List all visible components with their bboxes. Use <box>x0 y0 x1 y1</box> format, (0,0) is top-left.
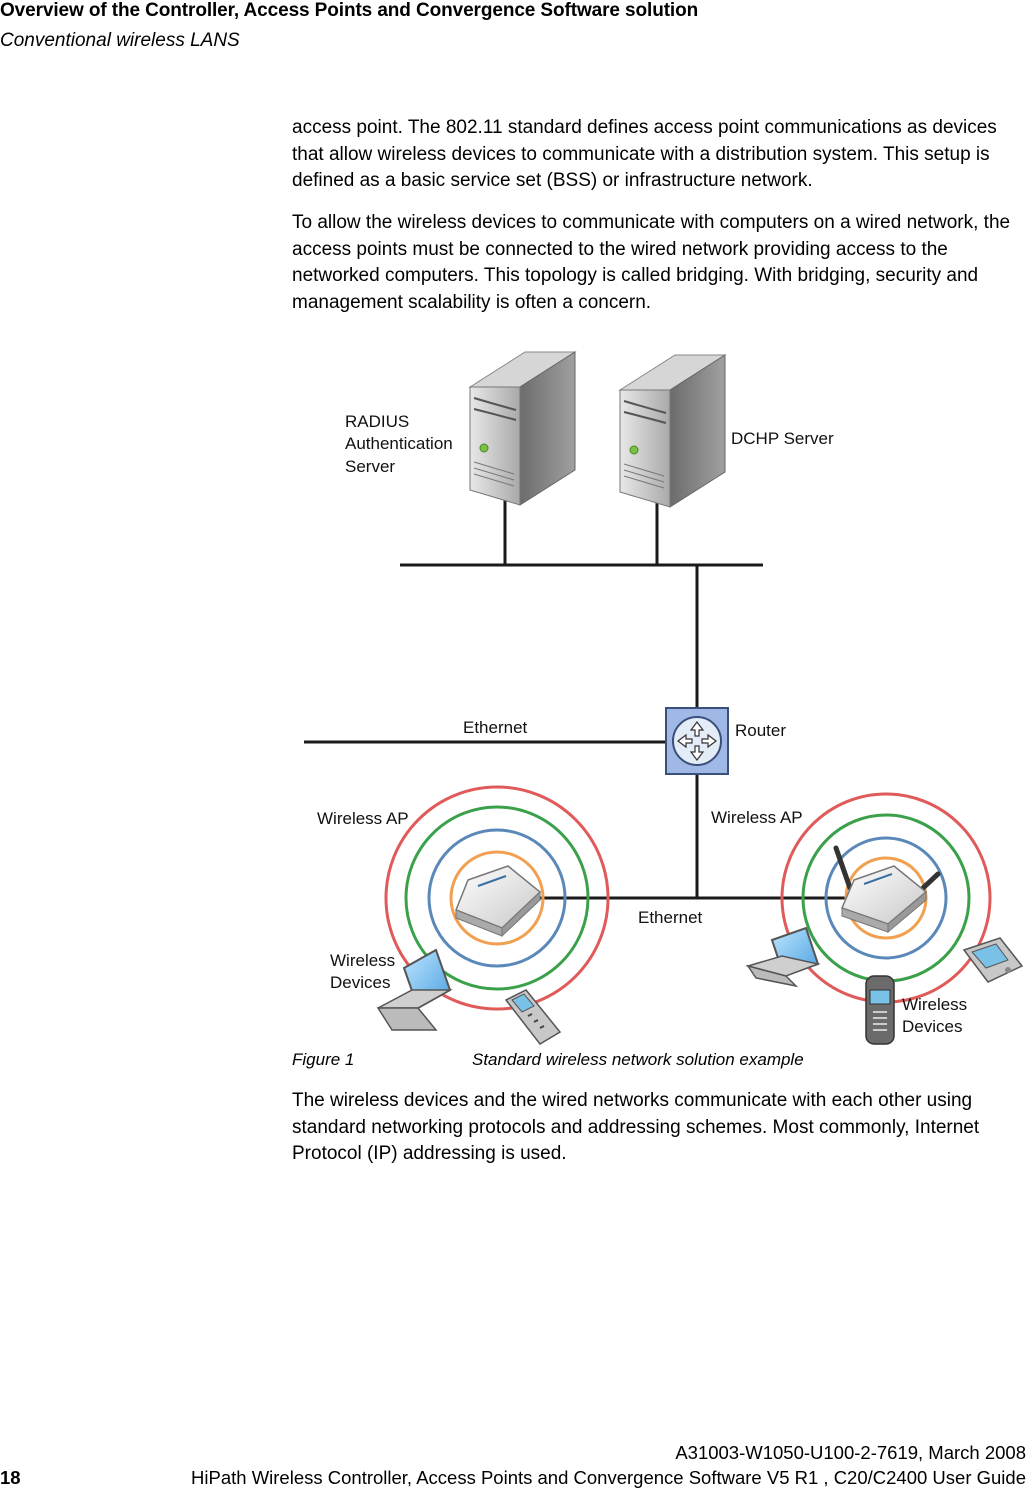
label-wireless-devices-left-1: Wireless <box>330 951 395 970</box>
label-wireless-devices-right-1: Wireless <box>902 995 967 1014</box>
body-paragraph-1: access point. The 802.11 standard define… <box>292 117 997 191</box>
footer-guide-title: HiPath Wireless Controller, Access Point… <box>191 1467 1026 1488</box>
body-paragraph-3: The wireless devices and the wired netwo… <box>292 1090 980 1164</box>
label-radius-line1: RADIUS <box>345 412 409 431</box>
footer-page-number: 18 <box>0 1467 21 1488</box>
router-icon <box>665 707 729 775</box>
label-wireless-ap-left: Wireless AP <box>317 809 409 828</box>
label-radius-line2: Authentication <box>345 434 453 453</box>
label-wireless-devices-right-2: Devices <box>902 1017 962 1036</box>
left-coverage-rings <box>384 785 610 1011</box>
left-access-point-icon <box>455 865 542 938</box>
label-wireless-devices-left-2: Devices <box>330 973 390 992</box>
label-ethernet-bottom: Ethernet <box>638 908 703 927</box>
right-access-point-icon <box>833 845 941 934</box>
left-phone-icon <box>504 989 562 1045</box>
running-header-title: Overview of the Controller, Access Point… <box>0 0 699 21</box>
radius-server-icon <box>468 351 577 506</box>
label-radius-line3: Server <box>345 457 395 476</box>
right-cordless-phone-icon <box>865 975 895 1045</box>
running-header-subtitle: Conventional wireless LANS <box>0 30 240 51</box>
wired-network-lines <box>304 495 872 900</box>
body-paragraph-2: To allow the wireless devices to communi… <box>292 212 1011 313</box>
left-laptop-icon <box>376 948 453 1031</box>
label-wireless-ap-right: Wireless AP <box>711 808 803 827</box>
label-ethernet-top: Ethernet <box>463 718 528 737</box>
dhcp-server-icon <box>618 354 727 508</box>
right-pda-icon <box>962 937 1024 983</box>
figure-caption-number: Figure 1 <box>292 1050 355 1069</box>
right-laptop-icon <box>745 926 821 988</box>
footer-document-id: A31003-W1050-U100-2-7619, March 2008 <box>675 1442 1026 1463</box>
label-dhcp-server: DCHP Server <box>731 429 834 448</box>
figure-caption-text: Standard wireless network solution examp… <box>472 1050 804 1069</box>
label-router: Router <box>735 721 786 740</box>
